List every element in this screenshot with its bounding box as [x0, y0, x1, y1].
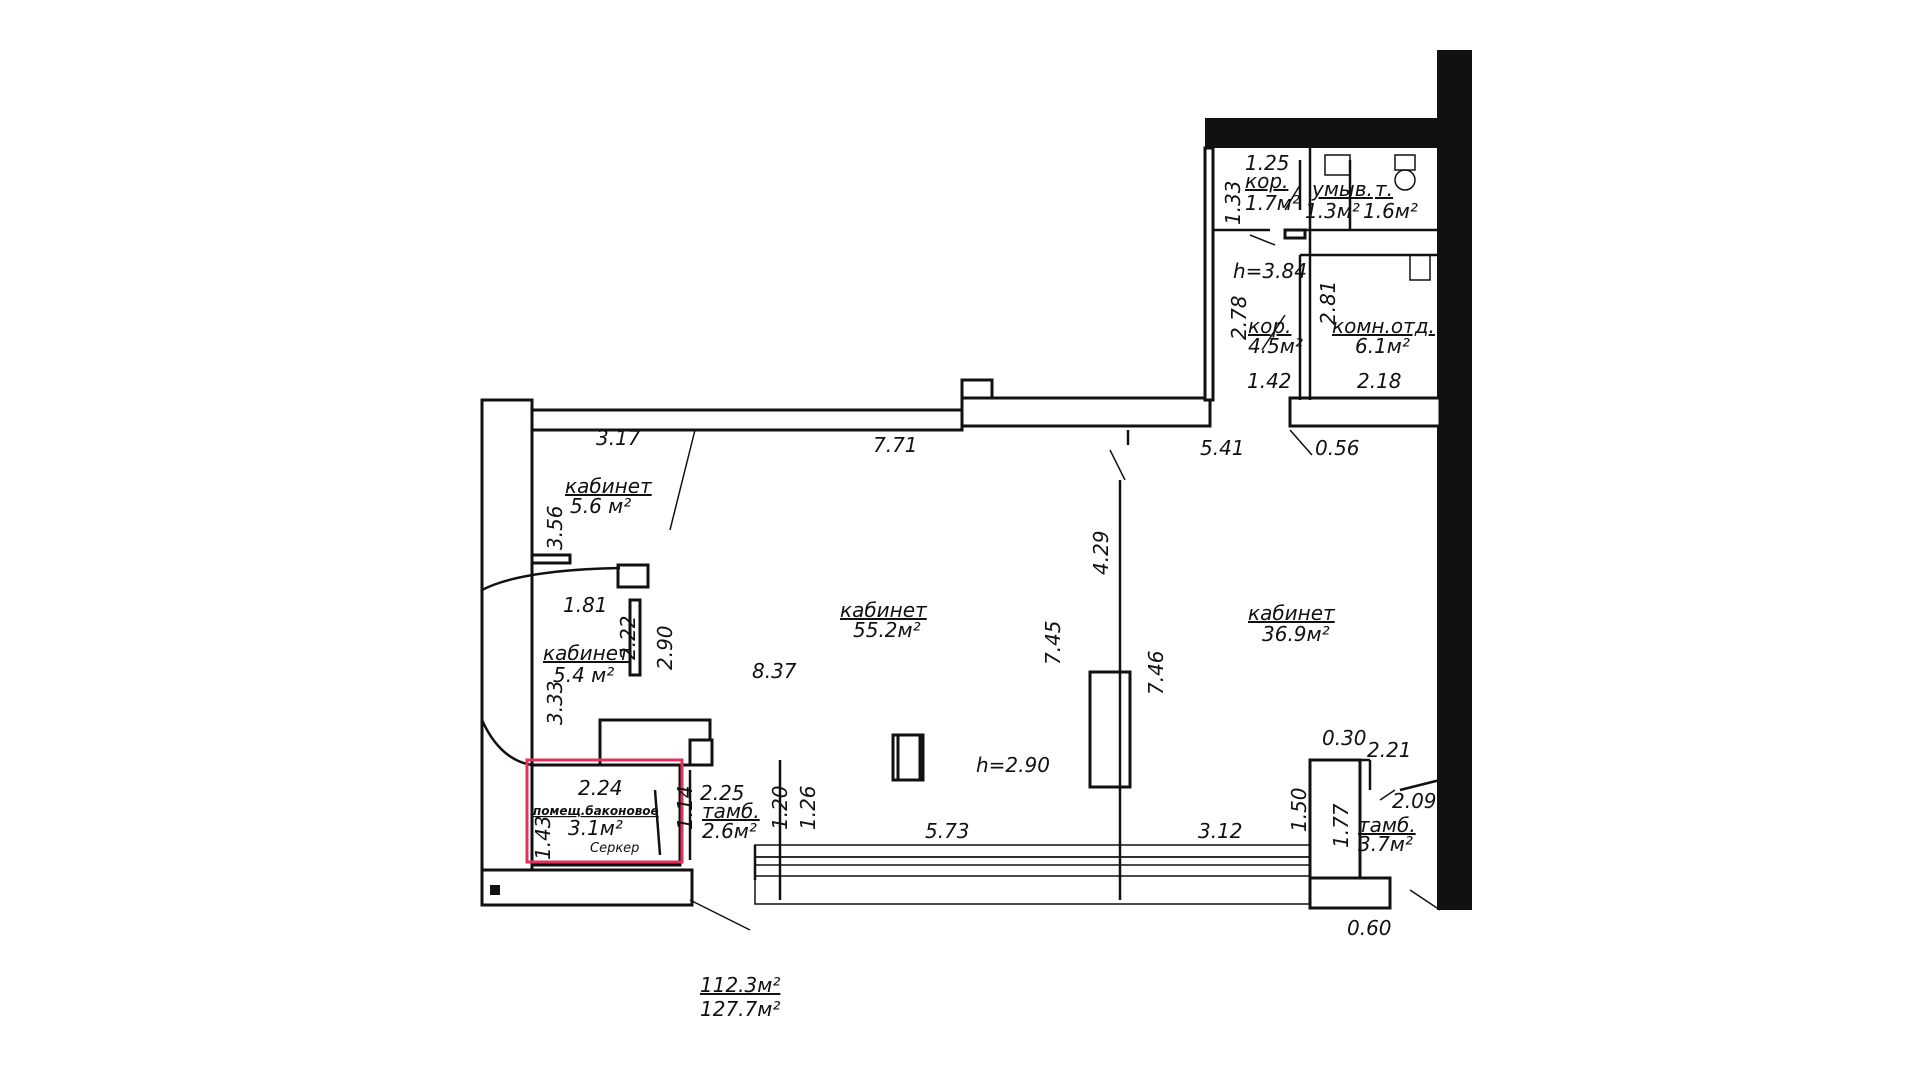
dim-label: 2.78	[1227, 295, 1251, 340]
dim-label: 1.43	[531, 815, 555, 860]
room-name-washroom: умыв.	[1311, 177, 1373, 201]
dim-label: 7.45	[1041, 620, 1065, 665]
dim-label: 5.41	[1200, 436, 1245, 460]
room-area-storage: 3.1м²	[568, 816, 623, 840]
dim-label: 7.46	[1144, 650, 1168, 695]
room-name-vestibule-1: тамб.	[702, 799, 760, 823]
room-extra-storage: Серкер	[590, 841, 639, 856]
dim-label: 0.60	[1347, 916, 1392, 940]
dim-label: 1.20	[768, 785, 792, 830]
room-name-vestibule-2: тамб.	[1358, 813, 1416, 837]
room-area-vestibule-2: 3.7м²	[1358, 832, 1413, 856]
dim-label: 1.33	[1221, 180, 1245, 225]
dimension-labels: 3.17 7.71 5.41 0.56 3.56 1.81 2.22 2.90 …	[531, 151, 1437, 940]
dim-label: 5.73	[925, 819, 970, 843]
room-labels: кабинет 5.6 м² кабинет 5.4 м² кабинет 55…	[533, 169, 1435, 856]
dim-label: 1.77	[1329, 803, 1353, 848]
outer-walls	[480, 50, 1472, 910]
dim-label: 2.21	[1367, 738, 1412, 762]
dim-label: 2.81	[1316, 280, 1340, 325]
dim-label: 2.22	[616, 615, 640, 660]
dim-label: 2.09	[1392, 789, 1437, 813]
dim-label: 1.42	[1247, 369, 1292, 393]
room-area-washroom: 1.3м²	[1305, 199, 1360, 223]
room-name-corridor-1: кор.	[1245, 169, 1288, 193]
dim-label: 1.50	[1287, 787, 1311, 832]
dim-label: 1.25	[1245, 151, 1290, 175]
room-area-rest-room: 6.1м²	[1355, 334, 1410, 358]
room-area-office-top: 5.6 м²	[570, 494, 631, 518]
room-area-office-right: 36.9м²	[1262, 622, 1330, 646]
room-name-office-mid: кабинет	[543, 641, 631, 665]
sanitary-fixtures	[1324, 154, 1431, 281]
room-area-corridor-1: 1.7м²	[1245, 191, 1300, 215]
dim-label: 2.18	[1357, 369, 1402, 393]
room-name-rest-room: комн.отд.	[1332, 314, 1435, 338]
dim-label: 0.56	[1315, 436, 1360, 460]
room-area-toilet: 1.6м²	[1363, 199, 1418, 223]
room-area-office-large: 55.2м²	[853, 618, 921, 642]
dim-label: 2.90	[653, 625, 677, 670]
room-area-vestibule-1: 2.6м²	[702, 819, 757, 843]
ceiling-height-service: h=3.84	[1233, 259, 1307, 283]
room-name-corridor-2: кор.	[1248, 314, 1291, 338]
dim-label: 0.30	[1322, 726, 1367, 750]
room-name-office-large: кабинет	[840, 598, 928, 622]
dim-label: 3.33	[543, 680, 567, 725]
total-area-2: 127.7м²	[700, 997, 780, 1021]
dim-label: 1.81	[563, 593, 608, 617]
dim-label: 1.26	[796, 785, 820, 830]
inner-walls	[480, 148, 1441, 931]
dim-label: 2.24	[578, 776, 623, 800]
room-area-corridor-2: 4.5м²	[1248, 334, 1303, 358]
room-name-office-right: кабинет	[1248, 601, 1336, 625]
room-name-toilet: т.	[1375, 177, 1393, 201]
dim-label: 2.25	[700, 781, 745, 805]
room-name-office-top: кабинет	[565, 474, 653, 498]
room-name-storage: помещ.баконовое	[533, 804, 659, 818]
dim-label: 3.12	[1198, 819, 1243, 843]
highlight-frame	[525, 758, 684, 864]
dim-label: 3.56	[543, 505, 567, 550]
dim-label: 7.71	[873, 433, 918, 457]
ceiling-height-main: h=2.90	[976, 753, 1050, 777]
dim-label: 1.14	[673, 785, 697, 830]
room-area-office-mid: 5.4 м²	[553, 663, 614, 687]
dim-label: 3.17	[596, 426, 641, 450]
total-area-1: 112.3м²	[700, 973, 780, 997]
dim-label: 8.37	[752, 659, 797, 683]
dim-label: 4.29	[1089, 530, 1113, 575]
